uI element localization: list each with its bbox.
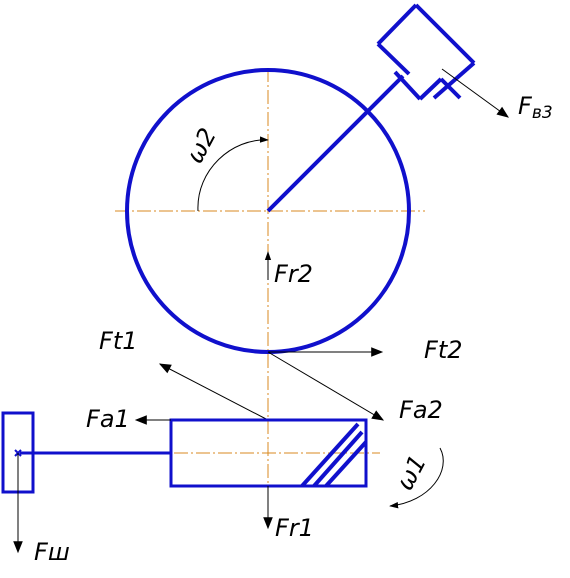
label-omega1: ω1 bbox=[391, 450, 432, 494]
worm-thread-hatching bbox=[300, 422, 368, 488]
force-ft1-arrow bbox=[158, 363, 269, 421]
label-fr1: Fr1 bbox=[275, 514, 314, 542]
omega1-rotation-arrow bbox=[389, 447, 444, 509]
label-fa2: Fa2 bbox=[399, 396, 443, 424]
label-fsh: Fш bbox=[34, 538, 70, 566]
label-fv3: Fв3 bbox=[518, 92, 553, 123]
shaft-coupling bbox=[376, 3, 476, 101]
label-fa1: Fa1 bbox=[86, 405, 130, 433]
label-fr2: Fr2 bbox=[274, 260, 313, 288]
force-fv3-arrow bbox=[441, 68, 509, 118]
force-fa2-arrow bbox=[267, 351, 385, 421]
label-ft2: Ft2 bbox=[424, 336, 463, 364]
wheel-shaft-line bbox=[266, 74, 405, 213]
omega2-rotation-arrow bbox=[197, 136, 269, 212]
label-ft1: Ft1 bbox=[99, 327, 138, 355]
label-omega2: ω2 bbox=[181, 123, 222, 167]
